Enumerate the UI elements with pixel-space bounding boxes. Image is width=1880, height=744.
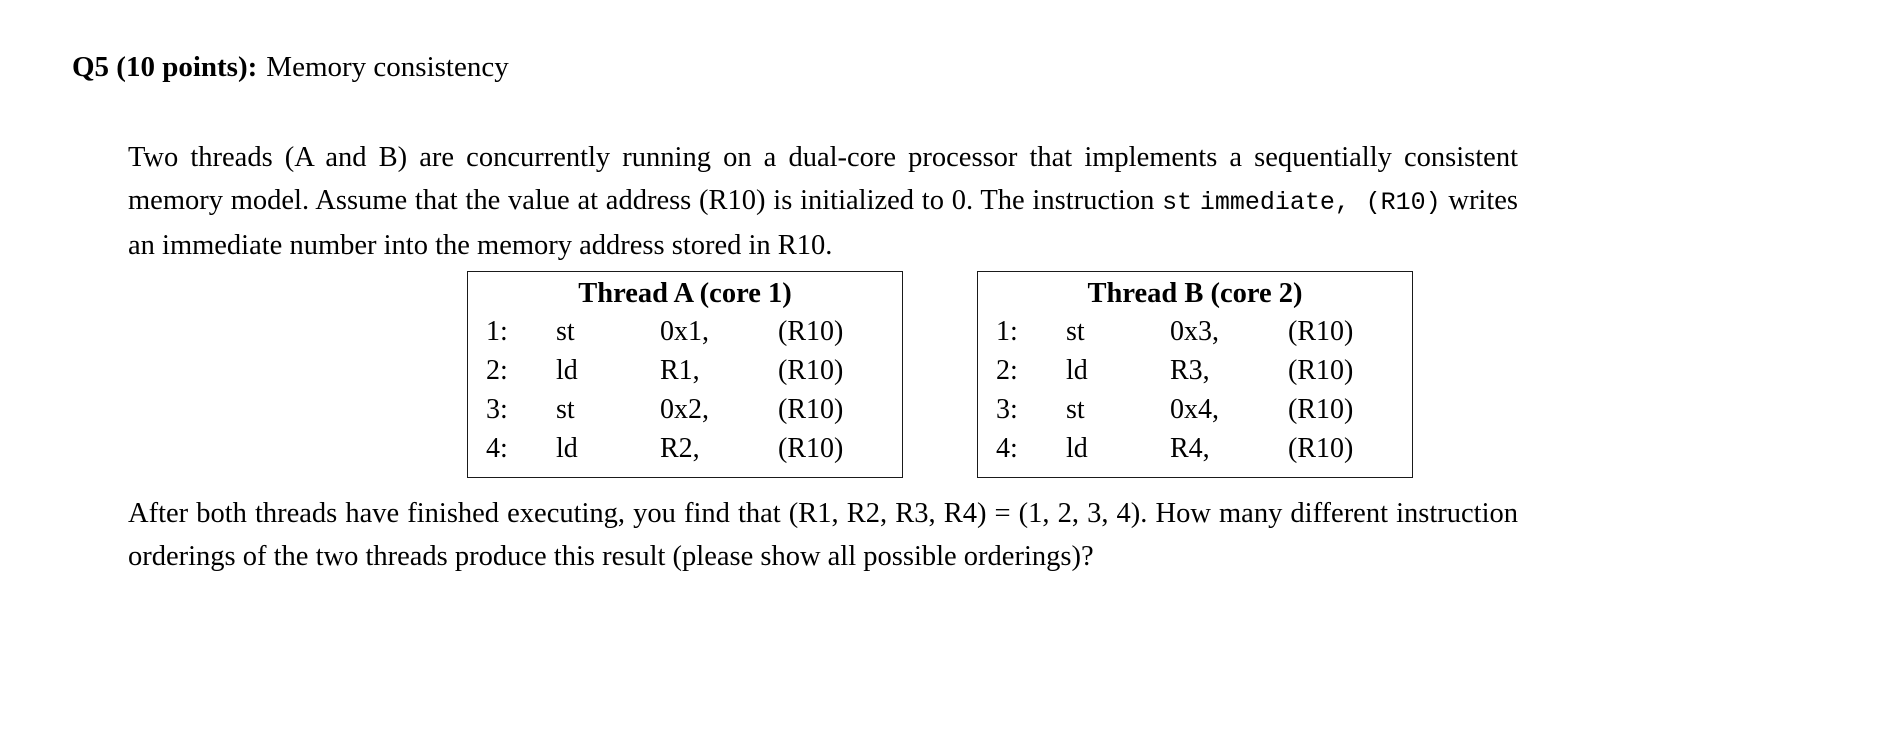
thread-a-row-1-addr: (R10) (778, 355, 844, 386)
thread-b-row-3-addr: (R10) (1288, 433, 1354, 464)
table-row: 3: st 0x2, (R10) (482, 391, 888, 430)
question-heading: Q5 (10 points):Memory consistency (72, 48, 509, 86)
thread-b-row-3-arg: R4, (1170, 433, 1210, 464)
intro-paragraph: Two threads (A and B) are concurrently r… (128, 136, 1518, 267)
table-row: 3: st 0x4, (R10) (992, 391, 1398, 430)
table-row: 2: ld R1, (R10) (482, 352, 888, 391)
thread-a-row-1-index: 2: (486, 355, 508, 386)
intro-paragraph-block: Two threads (A and B) are concurrently r… (128, 136, 1518, 267)
thread-a-instructions: 1: st 0x1, (R10) 2: ld R1, (R10) 3: st 0… (482, 313, 888, 469)
thread-a-row-2-op: st (556, 394, 575, 425)
thread-a-row-1-arg: R1, (660, 355, 700, 386)
thread-b-row-0-index: 1: (996, 316, 1018, 347)
thread-b-row-1-arg: R3, (1170, 355, 1210, 386)
table-row: 1: st 0x3, (R10) (992, 313, 1398, 352)
thread-b-row-3-op: ld (1066, 433, 1088, 464)
thread-b-table: Thread B (core 2) 1: st 0x3, (R10) 2: ld… (977, 271, 1413, 478)
table-row: 4: ld R4, (R10) (992, 430, 1398, 469)
thread-b-row-0-op: st (1066, 316, 1085, 347)
thread-b-row-1-addr: (R10) (1288, 355, 1354, 386)
thread-b-row-2-addr: (R10) (1288, 394, 1354, 425)
thread-b-title: Thread B (core 2) (1087, 278, 1303, 309)
thread-a-table: Thread A (core 1) 1: st 0x1, (R10) 2: ld… (467, 271, 903, 478)
table-row: 4: ld R2, (R10) (482, 430, 888, 469)
thread-a-row-0-arg: 0x1, (660, 316, 709, 347)
thread-b-row-0-arg: 0x3, (1170, 316, 1219, 347)
thread-b-row-1-op: ld (1066, 355, 1088, 386)
thread-a-row-2-index: 3: (486, 394, 508, 425)
thread-a-row-3-addr: (R10) (778, 433, 844, 464)
question-title: Memory consistency (266, 51, 509, 83)
thread-b-row-3-index: 4: (996, 433, 1018, 464)
thread-b-row-0-addr: (R10) (1288, 316, 1354, 347)
intro-code-st: st (1162, 188, 1193, 217)
thread-a-row-0-addr: (R10) (778, 316, 844, 347)
question-number-label: Q5 (10 points): (72, 51, 258, 83)
thread-a-row-3-op: ld (556, 433, 578, 464)
table-row: 2: ld R3, (R10) (992, 352, 1398, 391)
outro-paragraph: After both threads have finished executi… (128, 498, 1518, 572)
thread-b-instructions: 1: st 0x3, (R10) 2: ld R3, (R10) 3: st 0… (992, 313, 1398, 469)
thread-a-row-0-op: st (556, 316, 575, 347)
table-row: 1: st 0x1, (R10) (482, 313, 888, 352)
thread-b-row-2-arg: 0x4, (1170, 394, 1219, 425)
thread-a-row-2-arg: 0x2, (660, 394, 709, 425)
thread-a-title: Thread A (core 1) (578, 278, 792, 309)
thread-a-row-1-op: ld (556, 355, 578, 386)
outro-paragraph-block: After both threads have finished executi… (128, 492, 1518, 578)
thread-a-row-3-arg: R2, (660, 433, 700, 464)
intro-text-part2: writes an immediate number into the memo… (128, 185, 1519, 261)
intro-code-immediate: immediate, (R10) (1199, 188, 1441, 217)
thread-b-row-2-index: 3: (996, 394, 1018, 425)
thread-a-row-3-index: 4: (486, 433, 508, 464)
thread-a-row-0-index: 1: (486, 316, 508, 347)
thread-b-row-2-op: st (1066, 394, 1085, 425)
thread-a-row-2-addr: (R10) (778, 394, 844, 425)
thread-tables-row: Thread A (core 1) 1: st 0x1, (R10) 2: ld… (0, 271, 1880, 478)
intro-text-part1: Two threads (A and B) are concurrently r… (128, 142, 1518, 216)
thread-b-row-1-index: 2: (996, 355, 1018, 386)
